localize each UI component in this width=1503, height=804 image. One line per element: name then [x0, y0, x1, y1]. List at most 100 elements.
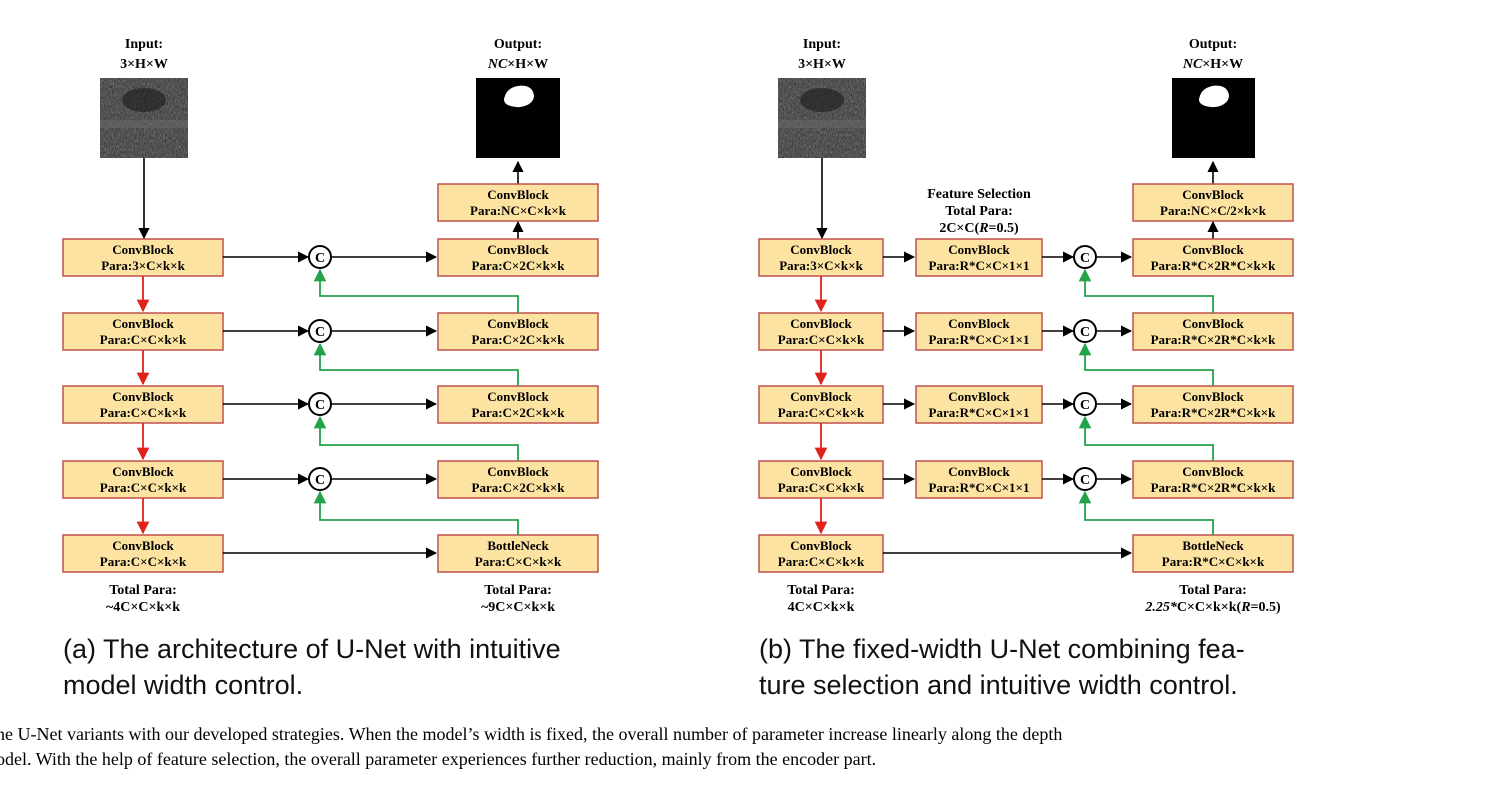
- svg-text:Para:C×C×k×k: Para:C×C×k×k: [100, 332, 187, 347]
- input-dims: 3×H×W: [798, 57, 846, 72]
- decoder-block: ConvBlock Para:R*C×2R*C×k×k: [1132, 460, 1294, 499]
- svg-text:Para:R*C×C×k×k: Para:R*C×C×k×k: [1162, 554, 1265, 569]
- svg-text:Para:R*C×2R*C×k×k: Para:R*C×2R*C×k×k: [1151, 332, 1277, 347]
- input-ultrasound-image: [778, 78, 866, 158]
- decoder-block: ConvBlock Para:R*C×2R*C×k×k: [1132, 385, 1294, 424]
- concat-row: C: [223, 392, 438, 416]
- svg-text:ConvBlock: ConvBlock: [790, 316, 852, 331]
- total-para-left-label: Total Para:: [787, 583, 855, 598]
- svg-text:ConvBlock: ConvBlock: [948, 242, 1010, 257]
- concat-icon: C: [315, 251, 325, 266]
- selection-block: ConvBlock Para:R*C×C×1×1: [915, 238, 1043, 277]
- selection-block: ConvBlock Para:R*C×C×1×1: [915, 385, 1043, 424]
- total-para-left-value: ~4C×C×k×k: [106, 600, 180, 615]
- caption-b-line2: ture selection and intuitive width contr…: [759, 670, 1238, 700]
- svg-text:ConvBlock: ConvBlock: [487, 389, 549, 404]
- total-para-left-value: 4C×C×k×k: [788, 600, 855, 615]
- svg-text:BottleNeck: BottleNeck: [487, 538, 549, 553]
- svg-text:ConvBlock: ConvBlock: [112, 316, 174, 331]
- svg-text:ConvBlock: ConvBlock: [487, 316, 549, 331]
- svg-text:ConvBlock: ConvBlock: [487, 242, 549, 257]
- concat-icon: C: [315, 325, 325, 340]
- panel-b: Input: 3×H×W Output: NC×H×W Feature Sele…: [758, 37, 1294, 700]
- decoder-block: ConvBlock Para:R*C×2R*C×k×k: [1132, 312, 1294, 351]
- decoder-block: ConvBlock Para:C×2C×k×k: [437, 312, 599, 351]
- output-dims: NC×H×W: [487, 57, 548, 72]
- encoder-block: ConvBlock Para:C×C×k×k: [62, 534, 224, 573]
- total-para-right-label: Total Para:: [1179, 583, 1247, 598]
- svg-text:Para:C×2C×k×k: Para:C×2C×k×k: [472, 258, 566, 273]
- svg-text:ConvBlock: ConvBlock: [112, 242, 174, 257]
- total-para-right-value: ~9C×C×k×k: [481, 600, 555, 615]
- svg-text:Para:C×C×k×k: Para:C×C×k×k: [778, 405, 865, 420]
- svg-text:Para:3×C×k×k: Para:3×C×k×k: [101, 258, 185, 273]
- svg-text:Para:C×2C×k×k: Para:C×2C×k×k: [472, 332, 566, 347]
- svg-text:BottleNeck: BottleNeck: [1182, 538, 1244, 553]
- svg-text:Para:R*C×2R*C×k×k: Para:R*C×2R*C×k×k: [1151, 480, 1277, 495]
- svg-text:ConvBlock: ConvBlock: [1182, 316, 1244, 331]
- input-label: Input:: [125, 37, 163, 52]
- total-para-right-value: 2.25*C×C×k×k(R=0.5): [1144, 600, 1281, 615]
- feature-selection-total-value: 2C×C(R=0.5): [939, 221, 1019, 236]
- svg-text:Para:C×2C×k×k: Para:C×2C×k×k: [472, 480, 566, 495]
- svg-text:Para:R*C×C×1×1: Para:R*C×C×1×1: [929, 480, 1030, 495]
- svg-text:Para:C×C×k×k: Para:C×C×k×k: [100, 480, 187, 495]
- svg-text:Para:C×C×k×k: Para:C×C×k×k: [100, 554, 187, 569]
- decoder-block: ConvBlock Para:C×2C×k×k: [437, 460, 599, 499]
- output-mask-image: [476, 78, 560, 158]
- upsample-arrows: [313, 268, 519, 535]
- output-dims: NC×H×W: [1182, 57, 1243, 72]
- caption-a-line2: model width control.: [63, 670, 303, 700]
- svg-text:ConvBlock: ConvBlock: [112, 389, 174, 404]
- svg-text:ConvBlock: ConvBlock: [948, 389, 1010, 404]
- svg-text:ConvBlock: ConvBlock: [487, 464, 549, 479]
- figure-caption-line2: odel. With the help of feature selection…: [0, 749, 876, 769]
- svg-text:Para:C×C×k×k: Para:C×C×k×k: [778, 480, 865, 495]
- selection-arrows: [883, 251, 916, 485]
- input-dims: 3×H×W: [120, 57, 168, 72]
- total-para-left-label: Total Para:: [109, 583, 177, 598]
- svg-text:Para:R*C×C×1×1: Para:R*C×C×1×1: [929, 258, 1030, 273]
- final-block: ConvBlock Para:NC×C/2×k×k: [1132, 183, 1294, 222]
- concat-row: C: [1042, 319, 1133, 343]
- output-mask-image: [1172, 78, 1255, 158]
- encoder-block: ConvBlock Para:C×C×k×k: [758, 312, 884, 351]
- svg-text:ConvBlock: ConvBlock: [1182, 389, 1244, 404]
- concat-icon: C: [315, 398, 325, 413]
- svg-text:ConvBlock: ConvBlock: [1182, 242, 1244, 257]
- concat-row: C: [1042, 392, 1133, 416]
- svg-text:ConvBlock: ConvBlock: [1182, 187, 1244, 202]
- encoder-block: ConvBlock Para:3×C×k×k: [758, 238, 884, 277]
- svg-text:ConvBlock: ConvBlock: [112, 464, 174, 479]
- decoder-block: ConvBlock Para:C×2C×k×k: [437, 385, 599, 424]
- svg-text:Para:R*C×2R*C×k×k: Para:R*C×2R*C×k×k: [1151, 405, 1277, 420]
- concat-row: C: [223, 245, 438, 269]
- encoder-block: ConvBlock Para:C×C×k×k: [62, 312, 224, 351]
- encoder-block: ConvBlock Para:C×C×k×k: [758, 460, 884, 499]
- svg-text:ConvBlock: ConvBlock: [487, 187, 549, 202]
- svg-text:Para:R*C×2R*C×k×k: Para:R*C×2R*C×k×k: [1151, 258, 1277, 273]
- feature-selection-title: Feature Selection: [927, 187, 1031, 202]
- caption-a-line1: (a) The architecture of U-Net with intui…: [63, 634, 561, 664]
- svg-text:Para:R*C×C×1×1: Para:R*C×C×1×1: [929, 332, 1030, 347]
- encoder-block: ConvBlock Para:C×C×k×k: [758, 385, 884, 424]
- concat-row: C: [223, 319, 438, 343]
- svg-text:ConvBlock: ConvBlock: [790, 464, 852, 479]
- selection-block: ConvBlock Para:R*C×C×1×1: [915, 312, 1043, 351]
- svg-text:ConvBlock: ConvBlock: [790, 538, 852, 553]
- svg-text:Para:R*C×C×1×1: Para:R*C×C×1×1: [929, 405, 1030, 420]
- output-label: Output:: [494, 37, 542, 52]
- encoder-block: ConvBlock Para:C×C×k×k: [758, 534, 884, 573]
- svg-text:Para:NC×C/2×k×k: Para:NC×C/2×k×k: [1160, 203, 1267, 218]
- concat-icon: C: [1080, 325, 1090, 340]
- encoder-block: ConvBlock Para:3×C×k×k: [62, 238, 224, 277]
- svg-text:Para:C×C×k×k: Para:C×C×k×k: [100, 405, 187, 420]
- bottleneck-block: BottleNeck Para:C×C×k×k: [437, 534, 599, 573]
- encoder-block: ConvBlock Para:C×C×k×k: [62, 385, 224, 424]
- svg-text:ConvBlock: ConvBlock: [1182, 464, 1244, 479]
- output-label: Output:: [1189, 37, 1237, 52]
- svg-text:Para:C×C×k×k: Para:C×C×k×k: [778, 332, 865, 347]
- svg-text:ConvBlock: ConvBlock: [790, 389, 852, 404]
- bottleneck-block: BottleNeck Para:R*C×C×k×k: [1132, 534, 1294, 573]
